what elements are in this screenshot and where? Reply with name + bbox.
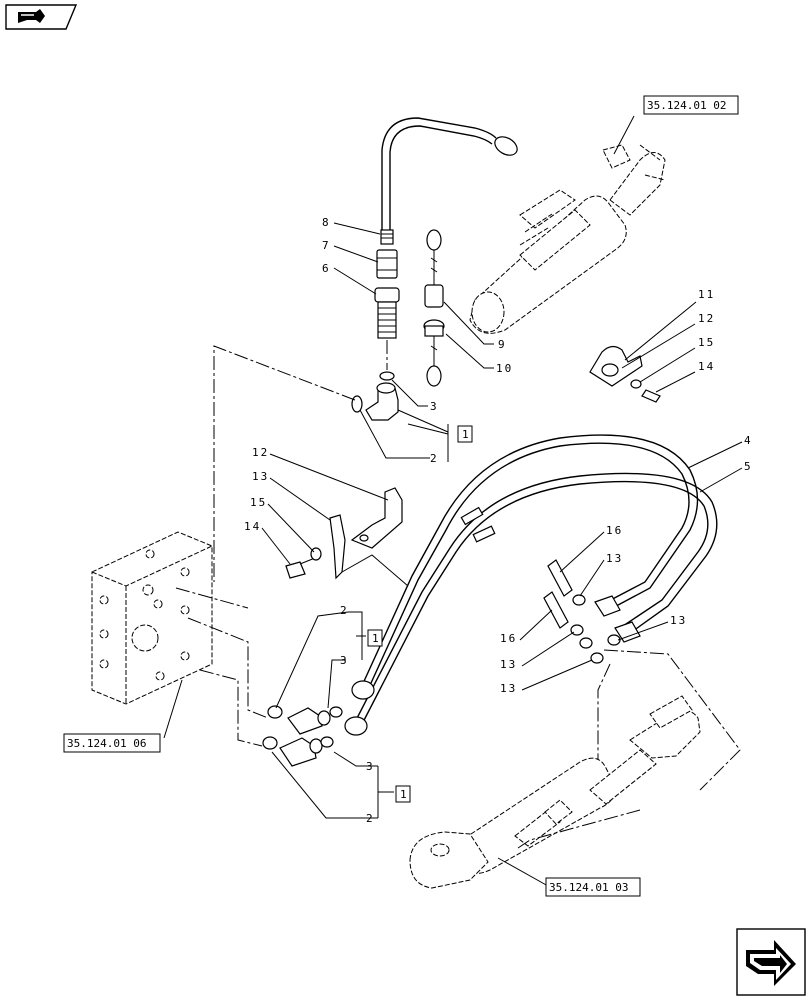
callout-12-clamp: 12 [698,312,715,325]
breather-plug [423,229,445,387]
kit-label-upper: 1 [462,428,469,441]
callout-13-upper: 13 [606,552,623,565]
callout-14-clamp: 14 [698,360,715,373]
callout-9: 9 [498,338,505,351]
callout-leaders [163,115,743,887]
callout-13-right: 13 [670,614,687,627]
callout-2-lower: 2 [366,812,373,825]
ref-upper-cylinder[interactable]: 35.124.01 02 [647,99,726,112]
callout-13-bracket: 13 [252,470,269,483]
main-hoses [344,434,718,736]
callout-14-bracket: 14 [244,520,261,533]
callout-3-middle: 3 [340,654,347,667]
upper-hose-assembly [351,117,518,421]
ref-lower-cylinder[interactable]: 35.124.01 03 [549,881,628,894]
callout-3-upper: 3 [430,400,437,413]
kit-label-middle: 1 [372,632,379,645]
hose-bracket [285,487,409,587]
lower-lift-cylinder [409,695,701,889]
hose-clamp-upper [589,345,661,403]
callout-11: 11 [698,288,715,301]
page-back-icon[interactable] [5,4,78,30]
callout-numbers: 8 7 6 9 10 3 2 11 12 15 14 4 5 12 13 15 … [244,216,751,825]
callout-16-lower: 16 [500,632,517,645]
kit-label-lower: 1 [400,788,407,801]
callout-12-bracket: 12 [252,446,269,459]
callout-5: 5 [744,460,751,473]
callout-2-middle: 2 [340,604,347,617]
ref-valve-block[interactable]: 35.124.01 06 [67,737,146,750]
reference-boxes: 35.124.01 02 35.124.01 06 35.124.01 03 [63,95,739,897]
callout-10: 10 [496,362,513,375]
mounting-bolts [543,559,621,664]
callout-16-upper: 16 [606,524,623,537]
upper-lift-cylinder [469,144,666,334]
callout-6: 6 [322,262,329,275]
valve-block [91,531,213,705]
callout-15-bracket: 15 [250,496,267,509]
callout-13-left-a: 13 [500,658,517,671]
callout-2-upper: 2 [430,452,437,465]
callout-3-lower: 3 [366,760,373,773]
callout-13-left-b: 13 [500,682,517,695]
callout-15-clamp: 15 [698,336,715,349]
callout-4: 4 [744,434,751,447]
callout-8: 8 [322,216,329,229]
next-page-arrow-icon[interactable] [736,928,806,996]
lower-elbow-fittings [262,705,343,767]
kit-labels: 1 1 1 [367,425,473,803]
assembly-leaders [175,345,741,849]
callout-7: 7 [322,239,329,252]
